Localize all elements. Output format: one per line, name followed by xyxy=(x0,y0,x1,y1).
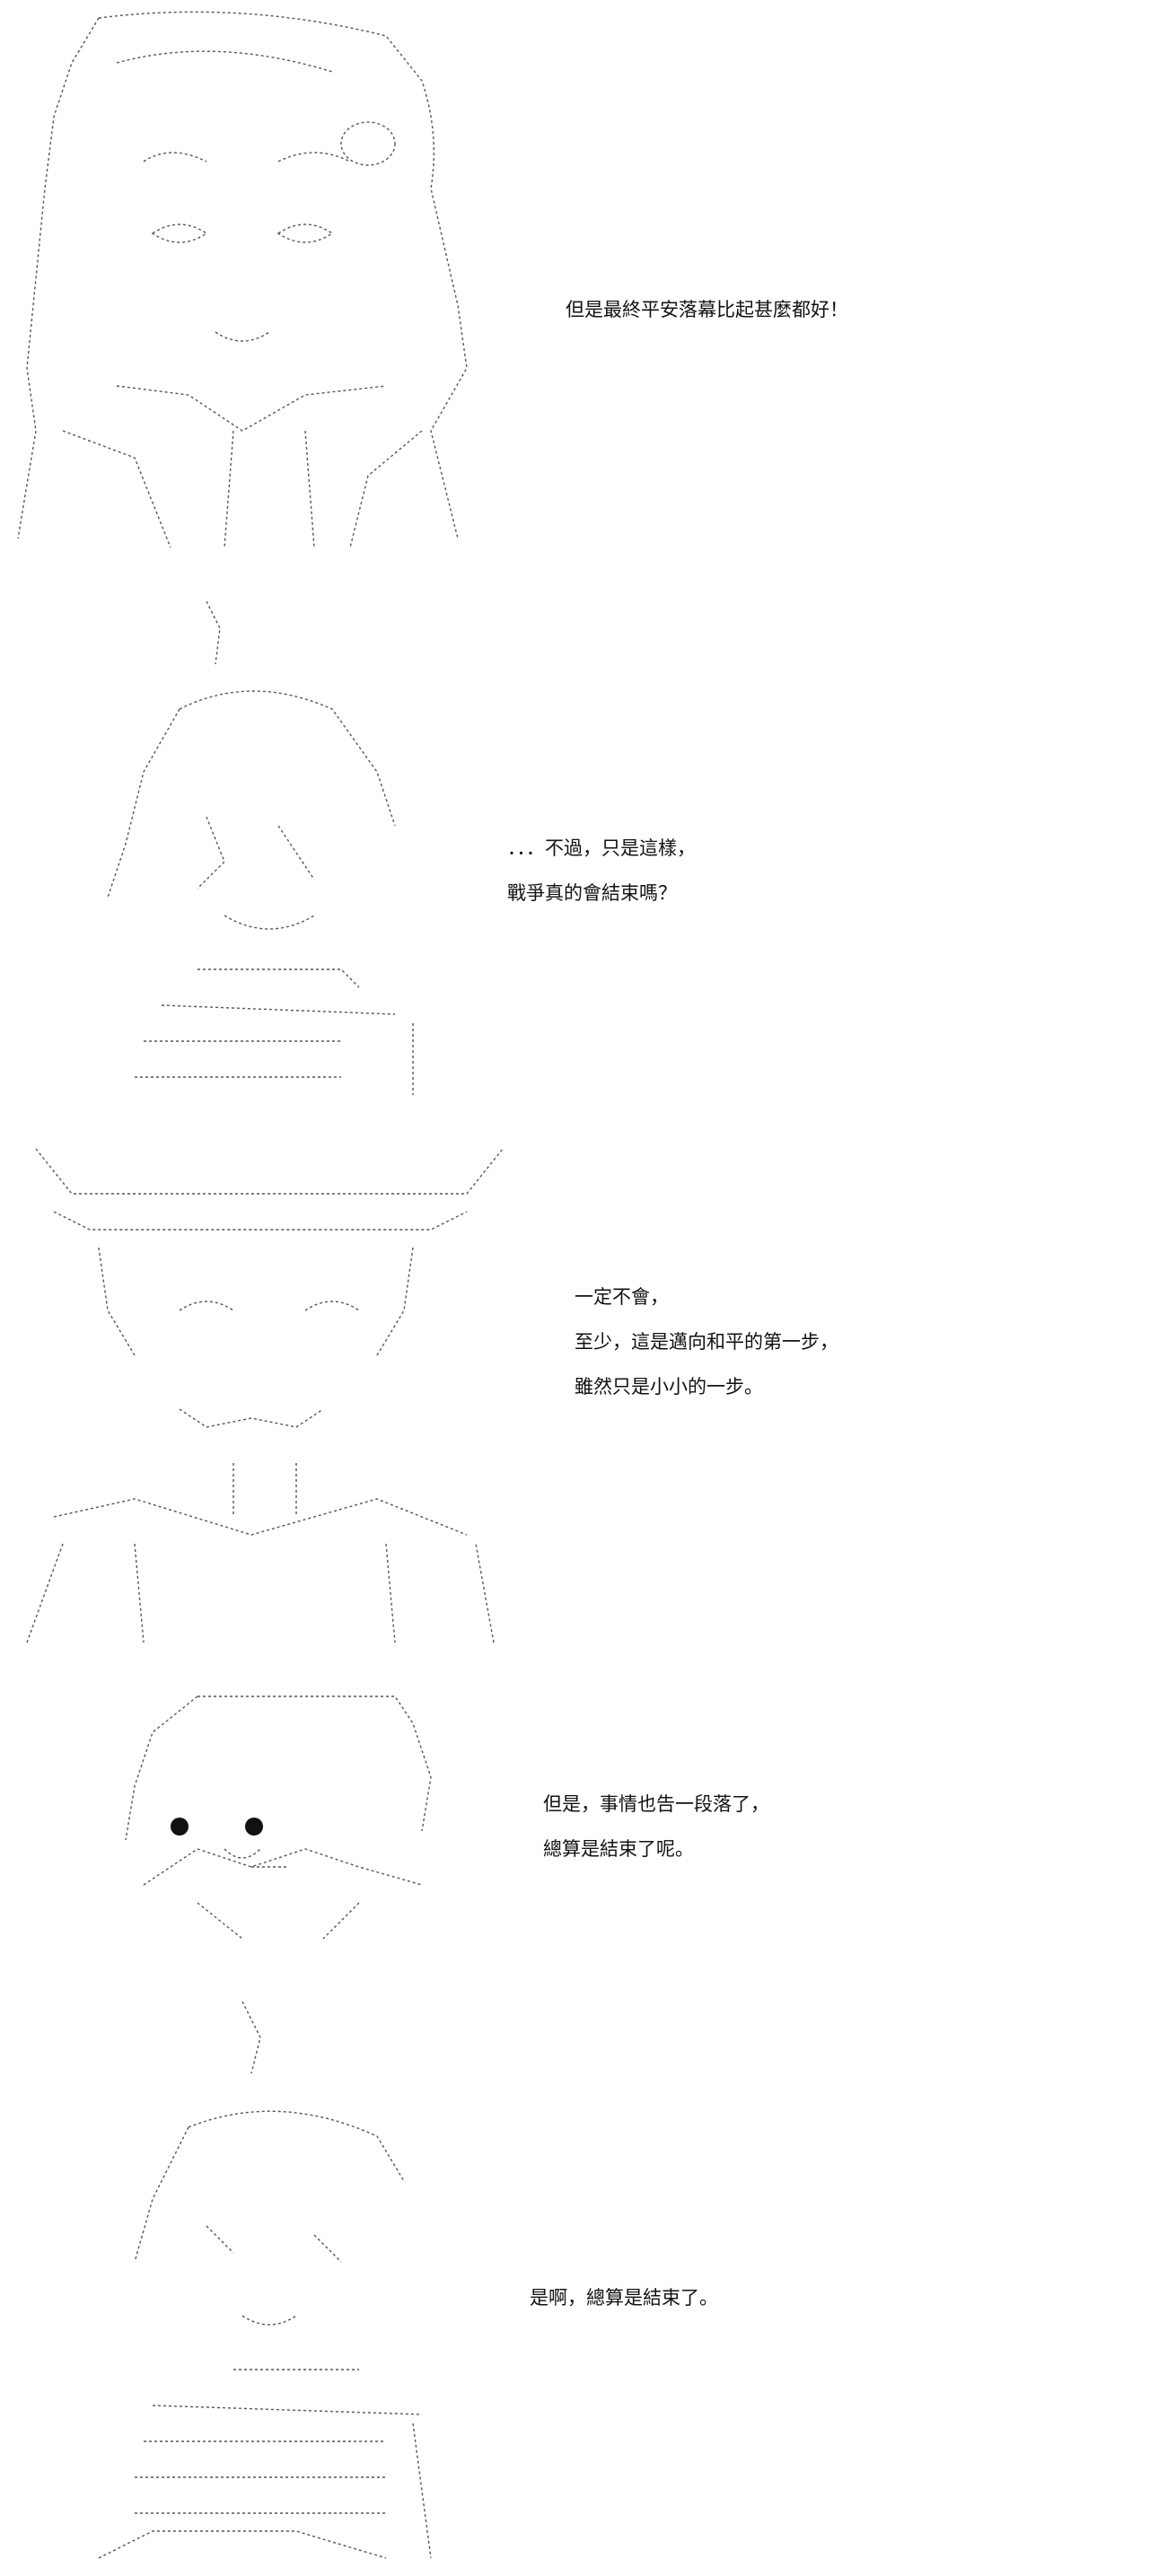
ascii-art-figure xyxy=(17,11,468,548)
dialog-text: 但是，事情也告一段落了， 總算是結束了呢。 xyxy=(543,1782,769,1871)
panel-1: 但是最終平安落幕比起甚麼都好！ xyxy=(0,0,1167,574)
dialog-line: 至少，這是邁向和平的第一步， xyxy=(575,1331,838,1353)
dialog-text: 一定不會， 至少，這是邁向和平的第一步， 雖然只是小小的一步。 xyxy=(575,1275,838,1409)
ascii-art-character-icon xyxy=(72,592,449,1095)
panel-5: 是啊，總算是結束了。 xyxy=(0,1984,1167,2567)
dialog-line: 雖然只是小小的一步。 xyxy=(575,1376,763,1398)
ascii-art-character-icon xyxy=(0,1140,512,1660)
dialog-line: ．．．不過，只是這樣， xyxy=(507,837,696,859)
ascii-art-figure xyxy=(125,1695,432,1940)
ascii-art-figure xyxy=(26,1148,504,1643)
ascii-art-figure xyxy=(98,2001,432,2559)
dialog-line: 一定不會， xyxy=(575,1286,669,1308)
dialog-line: 總算是結束了呢。 xyxy=(543,1838,694,1860)
panel-3: 一定不會， 至少，這是邁向和平的第一步， 雖然只是小小的一步。 xyxy=(0,1131,1167,1669)
dialog-text: 是啊，總算是結束了。 xyxy=(530,2275,718,2320)
ascii-art-character-icon xyxy=(9,9,485,556)
ascii-art-character-icon xyxy=(54,1993,467,2567)
dialog-line: 但是，事情也告一段落了， xyxy=(543,1793,769,1815)
dialog-text: ．．．不過，只是這樣， 戰爭真的會結束嗎？ xyxy=(507,826,696,916)
dialog-line: 是啊，總算是結束了。 xyxy=(530,2287,718,2309)
dialog-line: 戰爭真的會結束嗎？ xyxy=(507,882,677,904)
dialog-line: 但是最終平安落幕比起甚麼都好！ xyxy=(566,299,848,320)
dialog-text: 但是最終平安落幕比起甚麼都好！ xyxy=(566,287,848,332)
panel-2: ．．．不過，只是這樣， 戰爭真的會結束嗎？ xyxy=(0,583,1167,1122)
ascii-art-character-icon xyxy=(90,1687,440,1948)
panel-4: 但是，事情也告一段落了， 總算是結束了呢。 xyxy=(0,1678,1167,1975)
ascii-art-figure xyxy=(107,600,414,1095)
